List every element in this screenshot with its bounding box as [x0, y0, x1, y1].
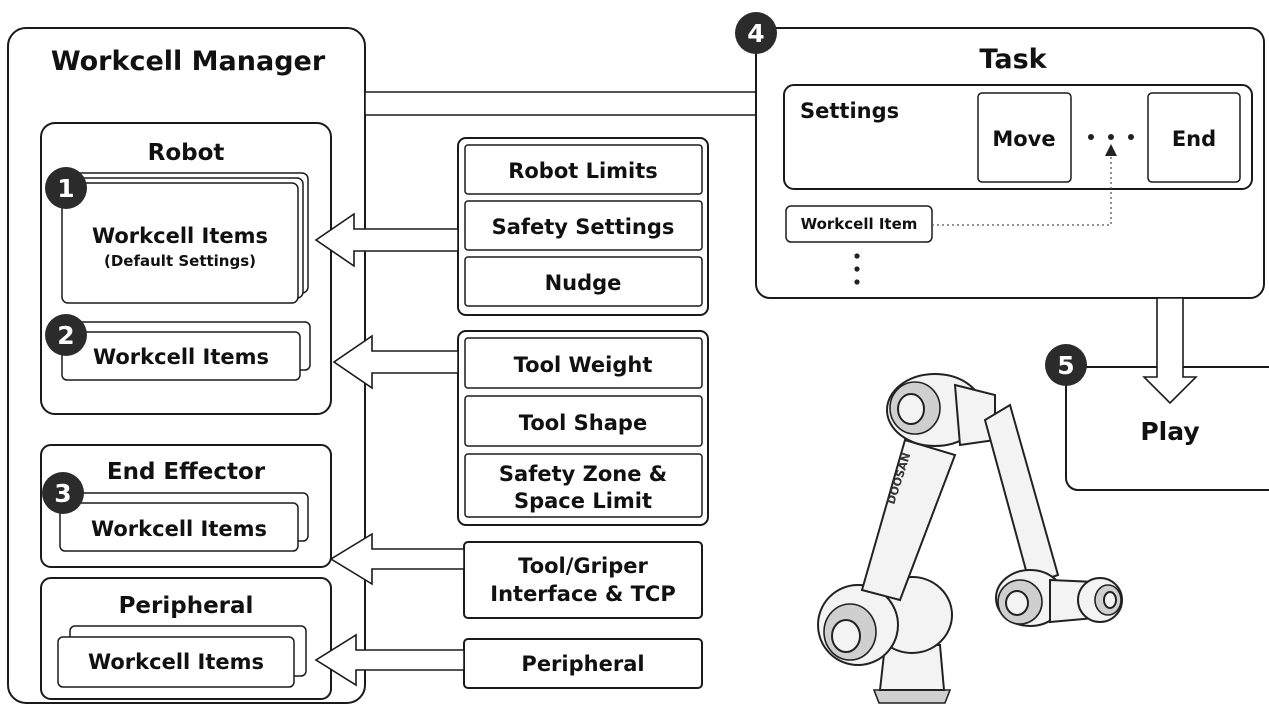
tool-weight-label: Tool Weight	[514, 353, 653, 377]
workcell-items-4-label: Workcell Items	[88, 650, 264, 674]
arrow-to-items-4	[314, 633, 465, 687]
tool-interface-label-1: Tool/Griper	[518, 554, 648, 578]
task-title: Task	[979, 44, 1047, 75]
dotted-connector-arrowhead	[1105, 144, 1117, 156]
arrow-to-items-3	[329, 532, 465, 586]
peripheral-box-label: Peripheral	[521, 652, 644, 676]
robot-limits-label: Robot Limits	[508, 159, 658, 183]
nudge-box	[464, 256, 703, 307]
arrow-to-items-2	[332, 334, 459, 390]
workcell-items-2	[61, 331, 301, 381]
nudge-label: Nudge	[545, 271, 622, 295]
badge-3	[42, 472, 84, 514]
badge-1	[45, 167, 87, 209]
ellipsis-dot-1	[1088, 134, 1094, 140]
workcell-items-1	[61, 182, 299, 304]
end-box	[1147, 92, 1241, 183]
workcell-items-1-sublabel: (Default Settings)	[104, 252, 256, 270]
end-label: End	[1172, 127, 1216, 151]
move-label: Move	[992, 127, 1055, 151]
safety-settings-box	[464, 200, 703, 251]
tool-shape-box	[464, 395, 703, 447]
tool-weight-box	[464, 337, 703, 389]
tool-interface-box	[463, 541, 703, 619]
vertical-dot-2	[854, 266, 860, 272]
task-workcell-item-box	[785, 205, 933, 243]
move-box	[977, 92, 1072, 183]
safety-zone-box	[464, 453, 703, 518]
badge-3-text: 3	[54, 479, 71, 508]
robot-limits-box	[464, 144, 703, 195]
badge-4	[735, 12, 777, 54]
tool-interface-label-2: Interface & TCP	[490, 582, 675, 606]
badge-5-text: 5	[1057, 351, 1074, 380]
play-label: Play	[1140, 417, 1199, 446]
tool-shape-label: Tool Shape	[519, 411, 647, 435]
peripheral-title: Peripheral	[119, 593, 254, 619]
workcell-manager-title: Workcell Manager	[51, 46, 326, 77]
badge-5	[1045, 344, 1087, 386]
arrow-to-task	[364, 73, 789, 134]
safety-settings-label: Safety Settings	[492, 215, 675, 239]
vertical-dot-3	[854, 279, 860, 285]
badge-2	[45, 314, 87, 356]
robot-group-title: Robot	[148, 140, 225, 166]
arrow-to-items-1	[314, 212, 459, 268]
workcell-items-1-label: Workcell Items	[92, 224, 268, 248]
badge-1-text: 1	[57, 174, 74, 203]
badge-2-text: 2	[57, 321, 74, 350]
end-effector-title: End Effector	[107, 459, 266, 485]
task-workcell-item-label: Workcell Item	[801, 215, 918, 233]
vertical-dot-1	[854, 253, 860, 259]
arrow-to-play	[1142, 297, 1198, 405]
workcell-items-2-label: Workcell Items	[93, 345, 269, 369]
task-settings-label: Settings	[800, 99, 899, 123]
workcell-items-4	[57, 636, 295, 688]
ellipsis-dot-3	[1128, 134, 1134, 140]
badge-4-text: 4	[747, 19, 764, 48]
ellipsis-dot-2	[1108, 134, 1114, 140]
workcell-items-3-label: Workcell Items	[91, 517, 267, 541]
safety-zone-label-2: Space Limit	[514, 489, 652, 513]
workcell-items-3	[59, 502, 299, 552]
safety-zone-label-1: Safety Zone &	[499, 462, 667, 486]
